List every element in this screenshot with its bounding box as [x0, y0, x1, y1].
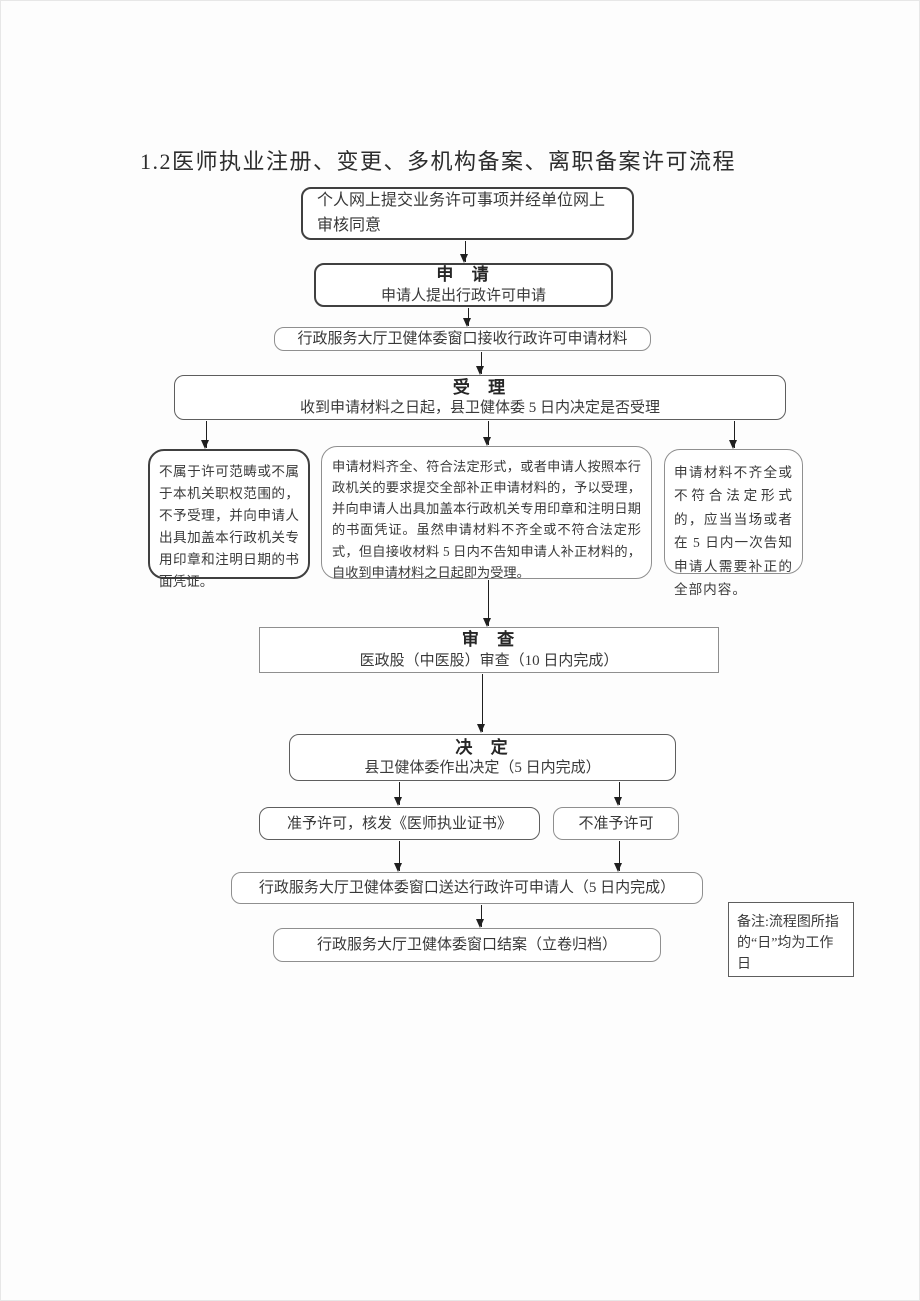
- flow-box-online-submit-text: 个人网上提交业务许可事项并经单位网上审核同意: [317, 191, 606, 234]
- flow-box-apply: 申 请 申请人提出行政许可申请: [314, 263, 613, 307]
- flow-arrow-3: [476, 352, 485, 375]
- flow-box-accept-title: 受 理: [452, 377, 508, 397]
- flow-box-deliver: 行政服务大厅卫健体委窗口送达行政许可申请人（5 日内完成）: [231, 872, 703, 904]
- flow-box-not-in-scope-text: 不属于许可范畴或不属于本机关职权范围的，不予受理，并向申请人出具加盖本行政机关专…: [159, 464, 299, 590]
- flow-arrow-5: [477, 674, 486, 733]
- flow-box-not-in-scope: 不属于许可范畴或不属于本机关职权范围的，不予受理，并向申请人出具加盖本行政机关专…: [148, 449, 310, 589]
- flow-box-accept: 受 理 收到申请材料之日起，县卫健体委 5 日内决定是否受理: [174, 375, 786, 420]
- flow-box-close-case: 行政服务大厅卫健体委窗口结案（立卷归档）: [273, 928, 661, 962]
- flow-box-review-desc: 医政股（中医股）审查（10 日内完成）: [359, 652, 619, 669]
- flow-arrow-denied: [614, 782, 623, 806]
- flow-box-decision-desc: 县卫健体委作出决定（5 日内完成）: [364, 760, 601, 776]
- flow-box-granted: 准予许可，核发《医师执业证书》: [259, 807, 540, 840]
- flow-box-accept-desc: 收到申请材料之日起，县卫健体委 5 日内决定是否受理: [299, 400, 660, 416]
- flow-note-box: 备注:流程图所指的“日”均为工作日: [728, 902, 854, 977]
- flow-box-online-submit: 个人网上提交业务许可事项并经单位网上审核同意: [301, 187, 634, 240]
- flow-box-accepted: 申请材料齐全、符合法定形式，或者申请人按照本行政机关的要求提交全部补正申请材料的…: [321, 446, 652, 580]
- flow-box-review: 审 查 医政股（中医股）审查（10 日内完成）: [259, 627, 719, 673]
- flow-box-denied: 不准予许可: [553, 807, 679, 840]
- flow-arrow-granted: [394, 782, 403, 806]
- flow-box-window-receive: 行政服务大厅卫健体委窗口接收行政许可申请材料: [274, 327, 651, 351]
- flow-arrow-1: [460, 241, 469, 263]
- flow-box-window-receive-text: 行政服务大厅卫健体委窗口接收行政许可申请材料: [297, 331, 628, 347]
- flow-arrow-branch-right: [729, 421, 738, 449]
- flow-box-review-title: 审 查: [461, 630, 517, 650]
- flow-box-incomplete-text: 申请材料不齐全或不符合法定形式的，应当当场或者在 5 日内一次告知申请人需要补正…: [674, 465, 793, 597]
- flow-arrow-deliver-left: [394, 841, 403, 872]
- flow-box-deliver-text: 行政服务大厅卫健体委窗口送达行政许可申请人（5 日内完成）: [258, 880, 676, 896]
- flow-arrow-branch-left: [201, 421, 210, 449]
- flow-arrow-branch-middle: [483, 421, 492, 446]
- flow-box-apply-title: 申 请: [436, 265, 491, 285]
- flow-box-decision-title: 决 定: [455, 737, 510, 757]
- flow-box-denied-text: 不准予许可: [578, 815, 654, 832]
- page-title: 1.2医师执业注册、变更、多机构备案、离职备案许可流程: [140, 149, 737, 174]
- flow-box-incomplete: 申请材料不齐全或不符合法定形式的，应当当场或者在 5 日内一次告知申请人需要补正…: [664, 449, 803, 597]
- flow-box-close-case-text: 行政服务大厅卫健体委窗口结案（立卷归档）: [316, 937, 617, 953]
- flow-box-decision: 决 定 县卫健体委作出决定（5 日内完成）: [289, 734, 676, 781]
- flow-box-apply-desc: 申请人提出行政许可申请: [380, 287, 546, 304]
- flow-arrow-2: [463, 308, 472, 327]
- flow-arrow-4: [483, 580, 492, 627]
- flow-box-granted-text: 准予许可，核发《医师执业证书》: [286, 815, 512, 832]
- flow-arrow-deliver-right: [614, 841, 623, 872]
- flow-arrow-6: [476, 905, 485, 928]
- flow-note-text: 备注:流程图所指的“日”均为工作日: [737, 915, 839, 972]
- flow-box-accepted-text: 申请材料齐全、符合法定形式，或者申请人按照本行政机关的要求提交全部补正申请材料的…: [332, 459, 641, 580]
